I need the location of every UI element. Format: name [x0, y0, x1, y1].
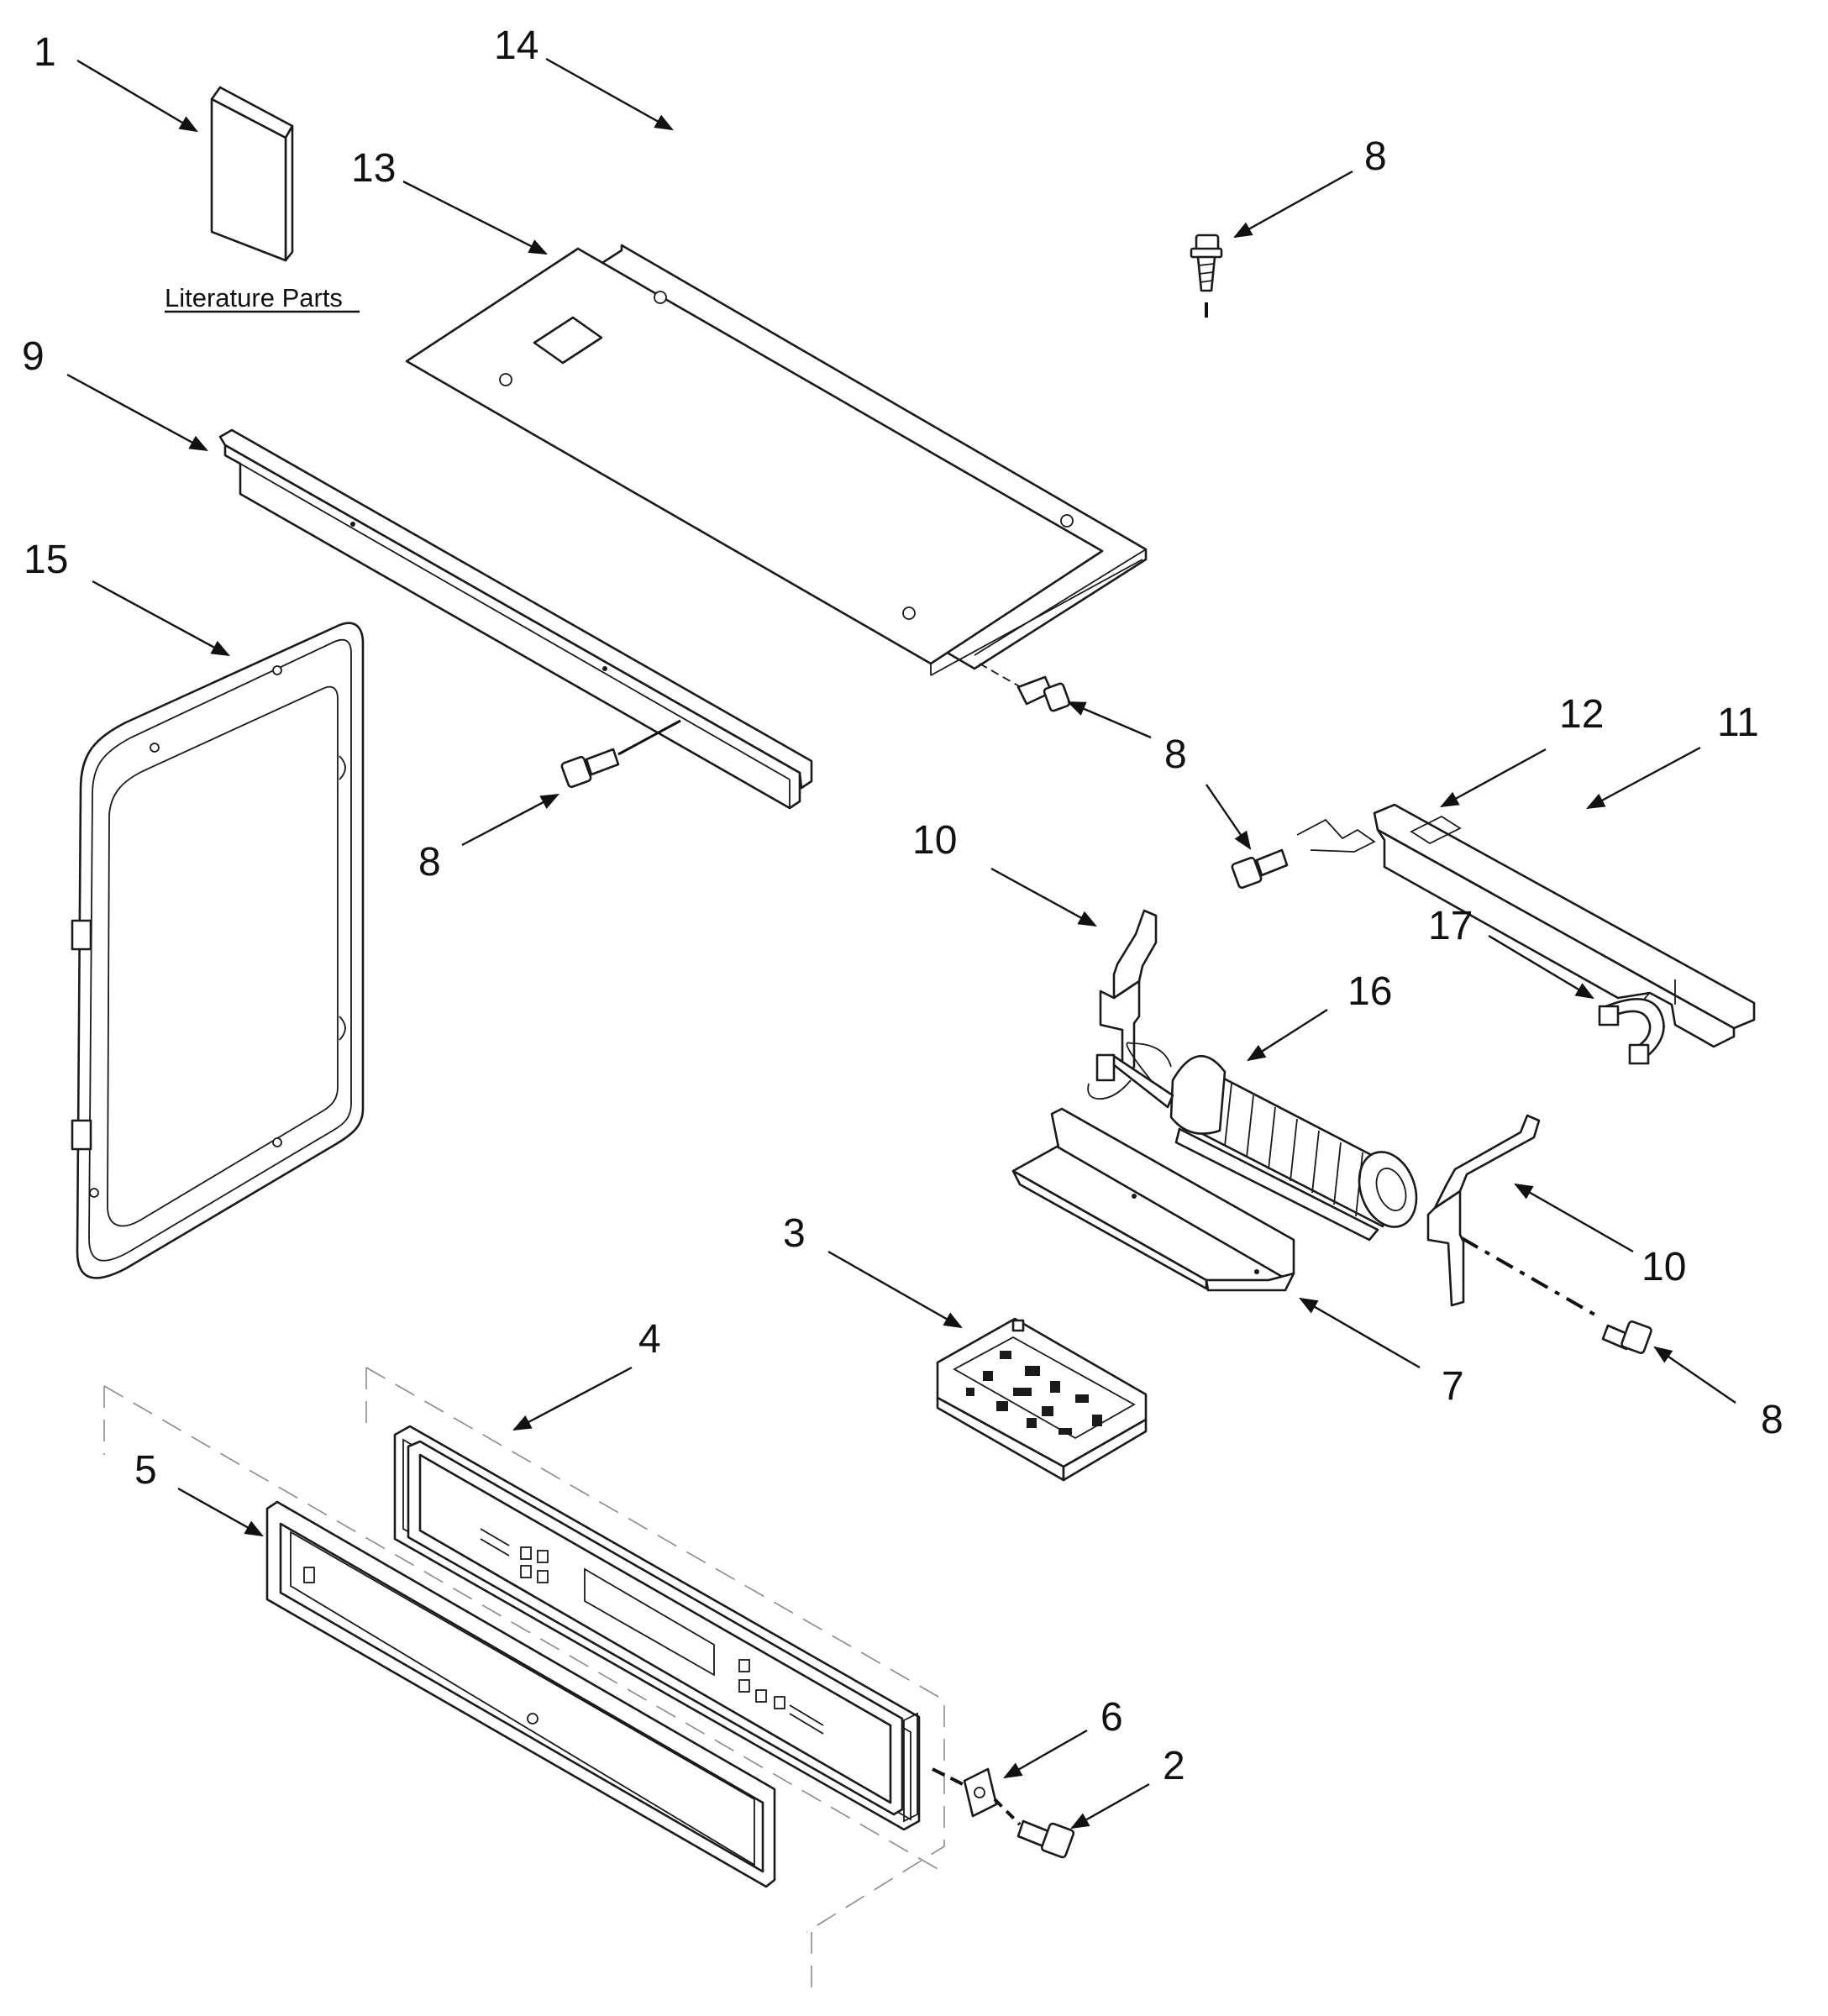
literature-booklet-part: [210, 86, 294, 262]
long-bracket-part: [218, 428, 813, 810]
callout-12: 12: [1559, 692, 1604, 737]
screw-bottom-part: [1016, 1819, 1075, 1859]
callout-8-right: 8: [1761, 1398, 1783, 1442]
control-board-part: [936, 1317, 1148, 1482]
callout-17: 17: [1428, 904, 1473, 948]
leader-lines: [66, 57, 1736, 1830]
oven-frame-part: [71, 622, 365, 1279]
spring-clip-part: [932, 1767, 1022, 1826]
callout-4: 4: [638, 1317, 661, 1362]
callout-7: 7: [1442, 1364, 1464, 1409]
callout-labels: 1 14 13 8 9 15 8 12 11 8 10 17 16 3 10 4…: [22, 24, 1783, 1788]
top-panel-part: [405, 244, 1148, 691]
callout-16: 16: [1347, 969, 1392, 1014]
clip-part: [1598, 998, 1665, 1065]
screw-left-part: [560, 719, 681, 789]
callout-13: 13: [351, 146, 396, 191]
screw-mid-part: [1016, 675, 1071, 712]
lower-bracket-part: [1426, 1114, 1541, 1307]
screw-right-part: [1461, 1236, 1652, 1354]
callout-3: 3: [783, 1211, 806, 1256]
callout-1: 1: [34, 30, 56, 75]
callout-9: 9: [22, 334, 45, 379]
callout-10-upper: 10: [912, 818, 957, 863]
screw-bracket-part: [1231, 848, 1289, 890]
control-panel-part: [365, 1367, 945, 1933]
callout-8-left: 8: [418, 840, 441, 885]
callout-11: 11: [1717, 701, 1759, 745]
callout-5: 5: [134, 1448, 157, 1493]
callout-14: 14: [494, 24, 538, 68]
callout-8-top: 8: [1364, 134, 1387, 179]
blower-fan-part: [1087, 1042, 1418, 1242]
rear-bracket-part: [1296, 803, 1756, 1048]
trim-frame-part: [103, 1385, 940, 1989]
callout-6: 6: [1100, 1695, 1123, 1740]
callout-10-lower: 10: [1642, 1245, 1686, 1289]
callout-15: 15: [24, 538, 68, 582]
callout-2: 2: [1163, 1744, 1185, 1788]
callout-8-mid: 8: [1164, 732, 1187, 777]
literature-parts-label: Literature Parts: [165, 283, 343, 312]
screw-top-part: [1190, 234, 1223, 318]
fan-mount-plate-part: [1011, 1107, 1295, 1292]
